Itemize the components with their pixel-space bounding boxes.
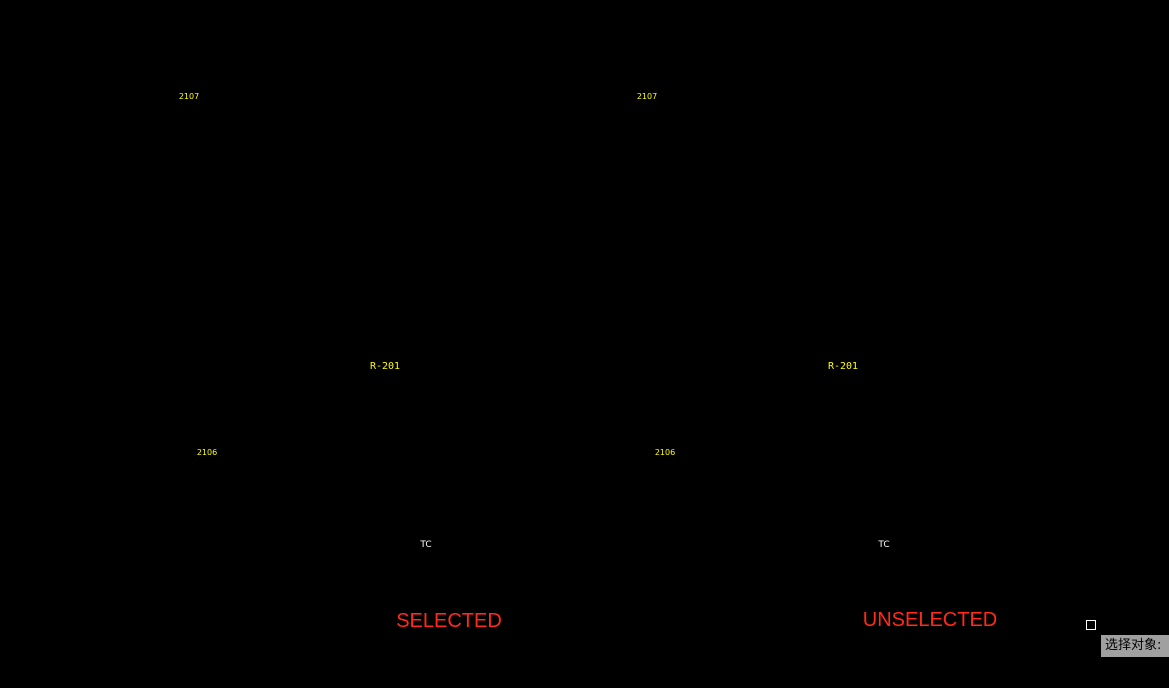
pickbox-cursor-icon <box>1086 620 1096 630</box>
instrument-tc-selected: TC <box>419 540 431 550</box>
instrument-tc: TC <box>877 540 889 550</box>
equipment-tag-selected: R-201 <box>370 361 400 372</box>
line-tag-2106-selected: 2106 <box>197 448 217 457</box>
command-prompt[interactable]: 选择对象: <box>1101 635 1169 657</box>
line-tag-2106: 2106 <box>655 448 675 457</box>
line-tag-2107: 2107 <box>637 92 657 101</box>
selected-drawing[interactable]: .s .ves{stroke:#00ff00;stroke-width:1.3;… <box>145 83 495 552</box>
unselected-drawing[interactable]: R-201 2106 2107 TC <box>603 83 953 552</box>
unselected-label: UNSELECTED <box>862 609 998 631</box>
line-tag-2107-selected: 2107 <box>179 92 199 101</box>
equipment-tag: R-201 <box>828 361 858 372</box>
selected-label: SELECTED <box>396 610 502 632</box>
